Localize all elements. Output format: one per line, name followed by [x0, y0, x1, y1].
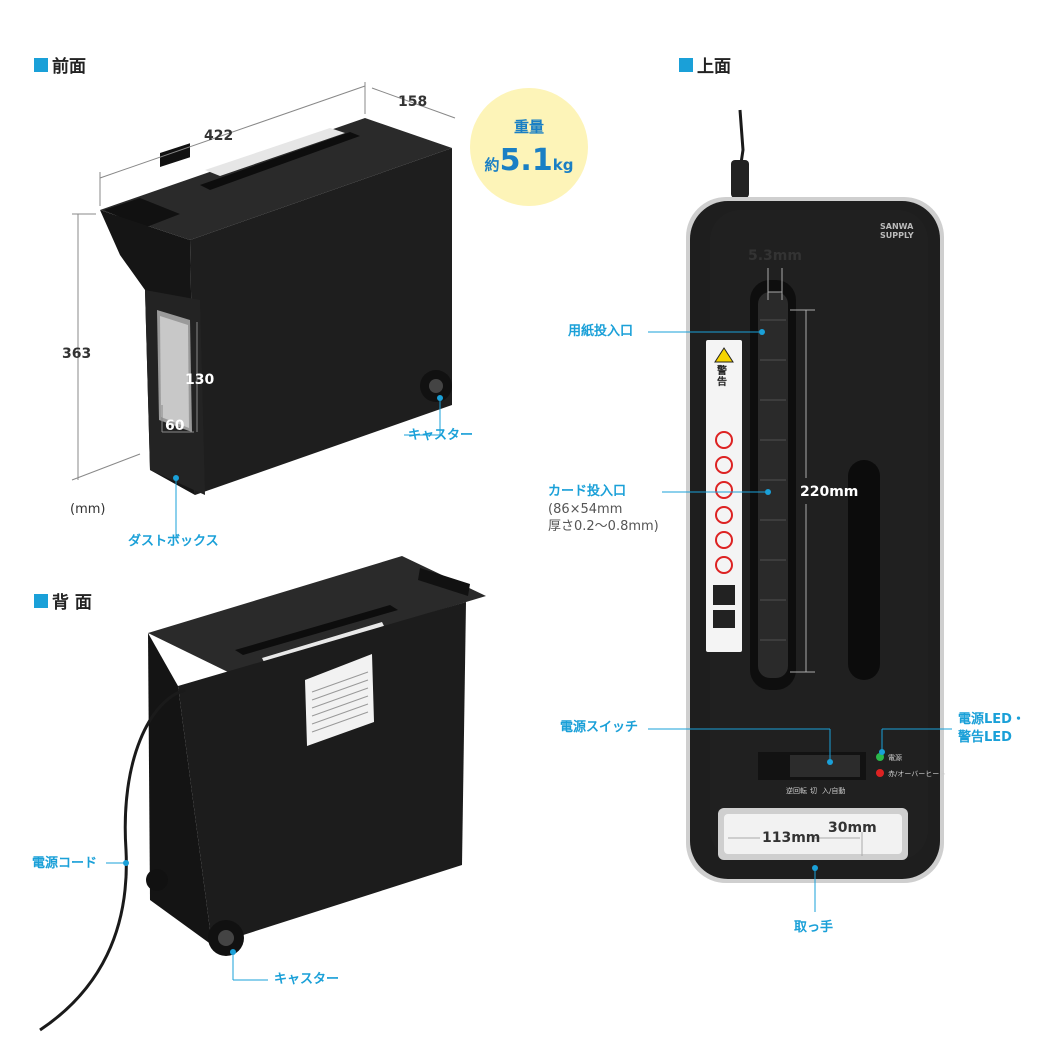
back-caster-dot	[230, 949, 236, 955]
card-slot-dot	[765, 489, 771, 495]
power-cord-label: 電源コード	[32, 856, 98, 871]
back-shredder	[39, 556, 486, 1032]
slot-length-dim: 220mm	[800, 484, 859, 500]
cord-dot	[123, 860, 129, 866]
led-over-mark: 赤/オーバーヒート	[888, 770, 947, 778]
led-label-line2: 警告LED	[958, 730, 1012, 745]
weight-label: 重量	[513, 118, 544, 136]
top-callouts	[648, 331, 952, 912]
front-dimension-lines	[71, 82, 456, 481]
led-power-mark: 電源	[888, 754, 902, 762]
front-height-dim: 363	[62, 346, 92, 362]
front-callouts	[175, 398, 441, 540]
power-switch-label: 電源スイッチ	[560, 720, 639, 735]
switch-on-mark: 入/自動	[822, 787, 846, 795]
front-shredder	[100, 118, 452, 495]
caster-dot	[437, 395, 443, 401]
paper-slot-label: 用紙投入口	[568, 324, 634, 339]
handle-label: 取っ手	[794, 920, 834, 935]
square-icon	[34, 593, 48, 608]
unit-label: (mm)	[70, 502, 106, 517]
front-width-dim: 422	[204, 128, 234, 144]
square-icon	[34, 57, 48, 72]
card-thickness-label: 厚さ0.2〜0.8mm)	[548, 519, 659, 534]
handle-dot	[812, 865, 818, 871]
window-width-dim: 60	[165, 418, 185, 434]
led-label-line1: 電源LED・	[958, 712, 1025, 727]
weight-badge: 重量 約5.1kg	[470, 88, 588, 206]
square-icon	[679, 57, 693, 72]
section-title-top: 上面	[679, 52, 731, 77]
back-caster-label: キャスター	[274, 972, 340, 987]
led-dot	[879, 749, 885, 755]
section-title-back: 背 面	[34, 588, 92, 613]
window-height-dim: 130	[185, 372, 215, 388]
switch-dot	[827, 759, 833, 765]
front-depth-dim: 158	[398, 94, 428, 110]
card-size-label: (86×54mm	[548, 502, 623, 517]
handle-width-dim: 113mm	[762, 830, 821, 846]
top-shredder	[686, 109, 944, 883]
dustbox-label: ダストボックス	[128, 534, 219, 549]
weight-value: 約5.1kg	[484, 143, 574, 178]
handle-depth-dim: 30mm	[828, 820, 877, 836]
paper-slot-dot	[759, 329, 765, 335]
top-dimension-lines	[728, 268, 863, 856]
back-callouts	[106, 862, 268, 981]
switch-off-mark: 切	[810, 787, 817, 795]
warning-label: 警告	[717, 366, 727, 388]
front-caster-label: キャスター	[408, 428, 474, 443]
brand-logo: SANWA SUPPLY	[880, 222, 914, 240]
switch-reverse-mark: 逆回転	[786, 787, 807, 795]
card-slot-label: カード投入口	[548, 484, 627, 499]
dustbox-dot	[173, 475, 179, 481]
slot-width-dim: 5.3mm	[748, 248, 802, 264]
section-title-front: 前面	[34, 52, 86, 77]
